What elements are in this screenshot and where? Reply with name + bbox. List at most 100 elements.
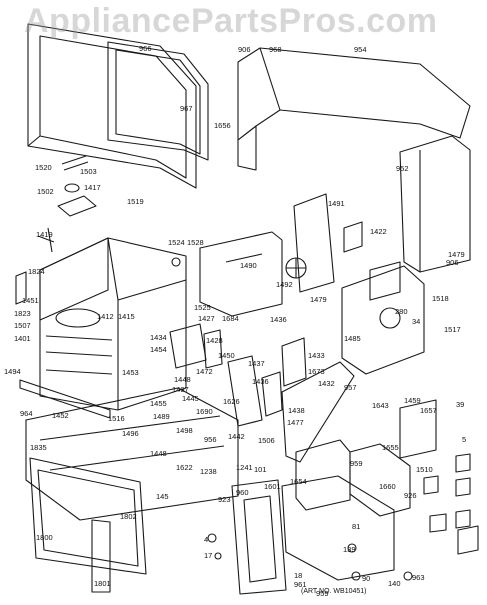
part-label: 1516 [108, 414, 125, 423]
art-number: (ART NO. WB10451) [301, 588, 367, 595]
part-label: 1517 [444, 325, 461, 334]
part-label: 5 [462, 435, 467, 444]
part-label: 952 [396, 164, 409, 173]
part-label: 959 [350, 459, 363, 468]
part-label: 1835 [30, 443, 47, 452]
part-label: 1502 [37, 187, 54, 196]
fan-bracket [285, 193, 363, 293]
outer-cabinet-wrapper [237, 47, 471, 273]
part-label: 1601 [264, 482, 281, 491]
part-label: 1489 [153, 412, 170, 421]
part-label: 1436 [270, 315, 287, 324]
part-label: 1452 [52, 411, 69, 420]
part-label: 968 [269, 45, 282, 54]
part-label: 81 [352, 522, 361, 531]
part-label: 1448 [174, 375, 191, 384]
part-label: 1654 [290, 477, 307, 486]
part-label: 1428 [206, 336, 223, 345]
hinge-parts [37, 155, 97, 253]
part-label: 1498 [176, 426, 193, 435]
outer-door [29, 457, 147, 593]
part-label: 1417 [84, 183, 101, 192]
part-label: 1485 [344, 334, 361, 343]
part-label: 1437 [248, 359, 265, 368]
part-label: 1518 [432, 294, 449, 303]
part-label: 964 [20, 409, 33, 418]
part-label: 1497 [172, 385, 189, 394]
part-label: 1472 [196, 367, 213, 376]
part-label: 1524 [168, 238, 185, 247]
part-label: 1453 [122, 368, 139, 377]
part-label: 1802 [120, 512, 137, 521]
part-label: 1660 [379, 482, 396, 491]
part-label: 1525 [194, 303, 211, 312]
part-label: 17 [204, 551, 213, 560]
door-frame-outer [27, 23, 197, 189]
part-label: 1479 [310, 295, 327, 304]
part-label: 1626 [223, 397, 240, 406]
part-label: 1238 [200, 467, 217, 476]
part-label: 18 [294, 571, 303, 580]
part-label: 1436 [252, 377, 269, 386]
part-label: 1419 [36, 230, 53, 239]
base-plate [25, 387, 239, 521]
part-label: 906 [238, 45, 251, 54]
control-panel-bracket [341, 261, 425, 375]
part-label: 280 [395, 307, 408, 316]
part-label: 960 [236, 488, 249, 497]
part-label: 1684 [222, 314, 239, 323]
part-label: 1643 [372, 401, 389, 410]
part-label: 966 [139, 44, 152, 53]
part-label: 957 [344, 383, 357, 392]
part-label: 90 [362, 574, 371, 583]
part-label: 1427 [198, 314, 215, 323]
part-label: 1690 [196, 407, 213, 416]
part-label: 923 [218, 495, 231, 504]
part-label: 1459 [404, 396, 421, 405]
part-label: 961 [294, 580, 307, 589]
part-label: 39 [456, 400, 465, 409]
interlock-bracket [227, 355, 355, 463]
part-label: 1492 [276, 280, 293, 289]
part-label: 1448 [150, 449, 167, 458]
part-label: 1433 [308, 351, 325, 360]
part-label: 140 [388, 579, 401, 588]
part-label: 1490 [240, 261, 257, 270]
part-label: 145 [156, 492, 169, 501]
part-label: 1415 [118, 312, 135, 321]
part-label: 1401 [14, 334, 31, 343]
part-label: 963 [412, 573, 425, 582]
part-label: 1824 [28, 267, 45, 276]
part-label: 1412 [97, 312, 114, 321]
part-label: 1438 [288, 406, 305, 415]
part-label: 1451 [22, 296, 39, 305]
part-label: 1519 [127, 197, 144, 206]
part-label: 1479 [448, 250, 465, 259]
part-label: 1494 [4, 367, 21, 376]
small-fasteners [171, 257, 413, 581]
part-label: 1520 [35, 163, 52, 172]
part-label: 1445 [182, 394, 199, 403]
part-label: 1655 [382, 443, 399, 452]
part-label: 926 [404, 491, 417, 500]
part-label: 1450 [218, 351, 235, 360]
part-label: 1823 [14, 309, 31, 318]
part-label: 906 [446, 258, 459, 267]
part-label: 959 [316, 589, 329, 598]
part-label: 1491 [328, 199, 345, 208]
part-label: 4 [204, 535, 209, 544]
part-label: 1800 [36, 533, 53, 542]
part-label: 967 [180, 104, 193, 113]
magnetron [169, 323, 307, 387]
part-label: 956 [204, 435, 217, 444]
part-label: 1496 [122, 429, 139, 438]
part-label: 1657 [420, 406, 437, 415]
part-label: 1455 [150, 399, 167, 408]
part-label: 1656 [214, 121, 231, 130]
part-label: 1506 [258, 436, 275, 445]
switch-parts [423, 453, 479, 555]
part-label: 1528 [187, 238, 204, 247]
part-label: 1432 [318, 379, 335, 388]
